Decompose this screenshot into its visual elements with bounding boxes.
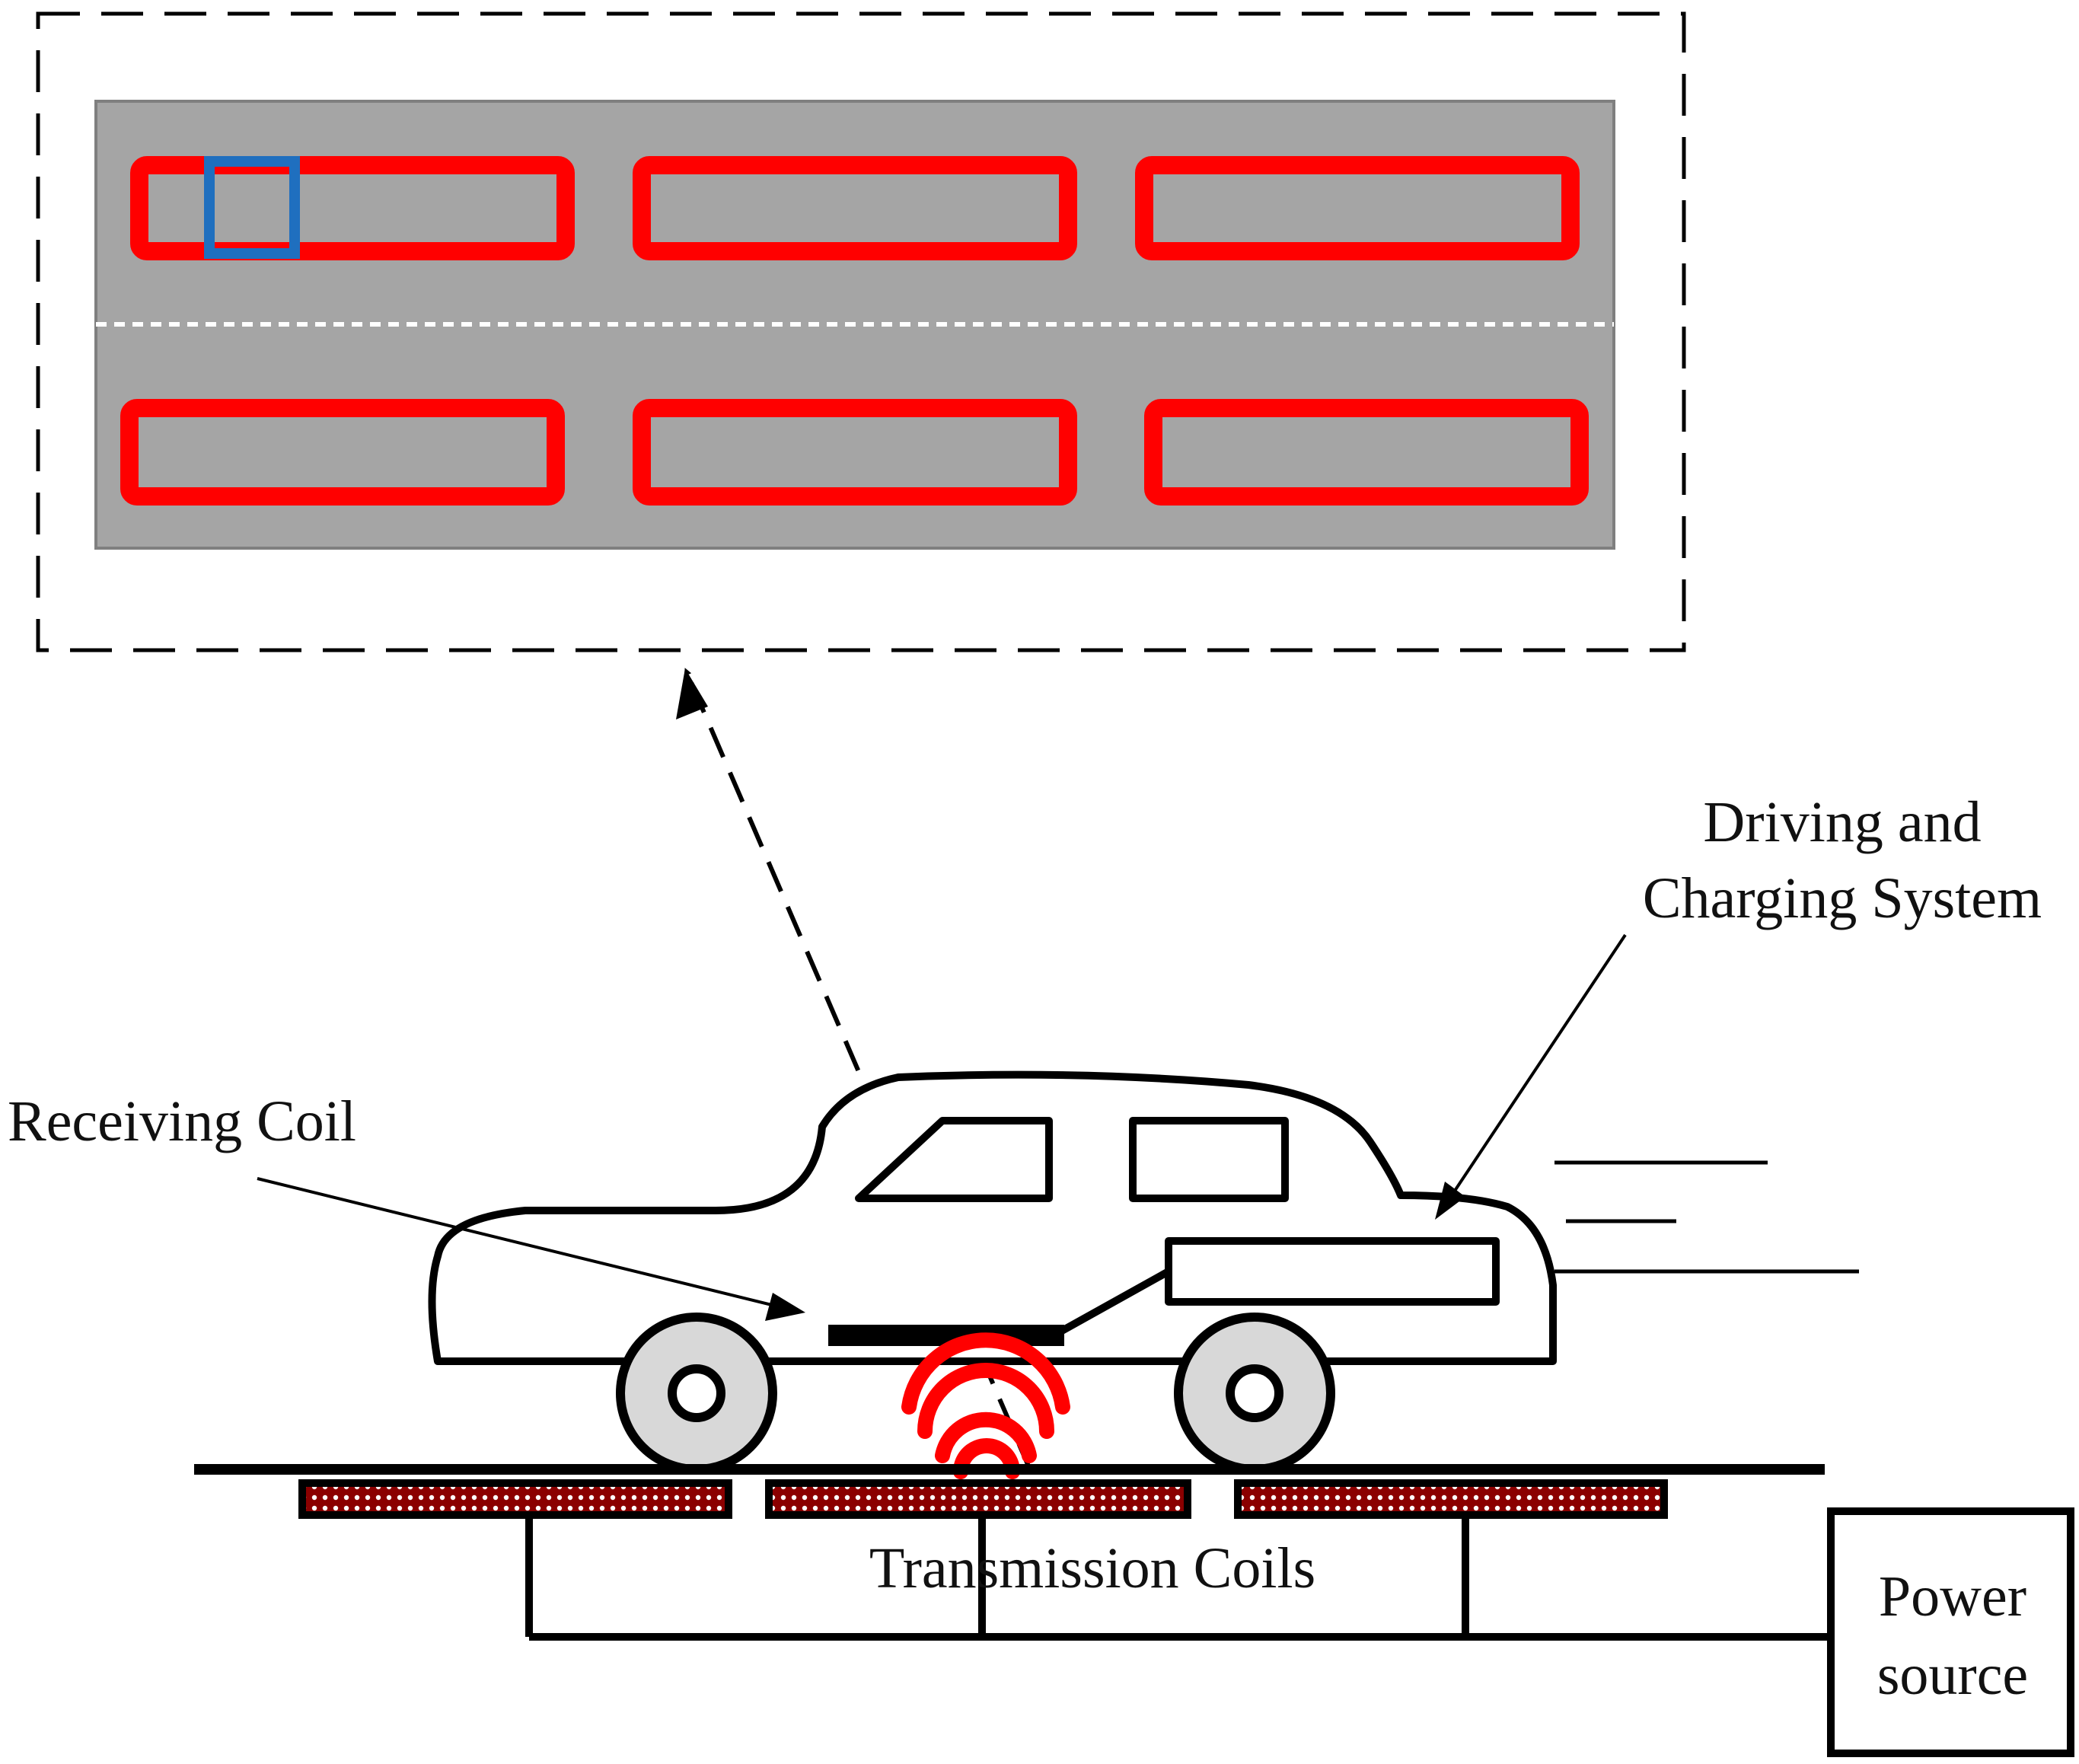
battery-cable: [1058, 1268, 1172, 1335]
buried-transmission-coils: [298, 1479, 1668, 1519]
buried-coil-1: [298, 1479, 732, 1519]
motion-lines: [1554, 1160, 1859, 1274]
driving-system-leader: [1441, 933, 1627, 1211]
front-window: [855, 1117, 1053, 1202]
power-source-box: [1827, 1507, 2074, 1757]
road-top-view: [36, 11, 1686, 652]
rear-wheel: [1174, 1313, 1335, 1474]
battery-pack: [1165, 1237, 1500, 1306]
label-power-line1: Power: [1879, 1565, 2026, 1628]
dashed-zoom-frame: [36, 11, 1686, 652]
receiving-leader-arrowhead: [765, 1293, 805, 1321]
coil-lane2-2: [633, 399, 1077, 506]
coil-lane1-3: [1135, 156, 1580, 260]
coil-lane1-2: [633, 156, 1077, 260]
driving-leader-arrowhead: [1435, 1182, 1465, 1220]
wireless-power-field: [901, 1332, 1070, 1479]
label-power-line2: source: [1877, 1643, 2028, 1707]
label-transmission-coils: Transmission Coils: [869, 1536, 1315, 1600]
coil-lane1-1: [130, 156, 575, 260]
feed-wiring: [525, 1515, 1831, 1641]
transmission-coil-grid: [120, 156, 1589, 506]
coil-lane2-1: [120, 399, 565, 506]
rear-window: [1129, 1117, 1289, 1202]
label-driving-line2: Charging System: [1643, 866, 2042, 930]
receiving-coil-leader: [257, 1177, 785, 1309]
zoom-arrowhead: [676, 668, 708, 719]
buried-coil-2: [765, 1479, 1191, 1519]
receiving-coil-marker: [204, 156, 300, 259]
electric-vehicle: [428, 1070, 1557, 1365]
label-receiving-coil: Receiving Coil: [8, 1089, 356, 1153]
front-wheel: [616, 1313, 777, 1474]
coil-lane2-3: [1144, 399, 1589, 506]
label-driving-line1: Driving and: [1703, 790, 1981, 854]
buried-coil-3: [1234, 1479, 1668, 1519]
